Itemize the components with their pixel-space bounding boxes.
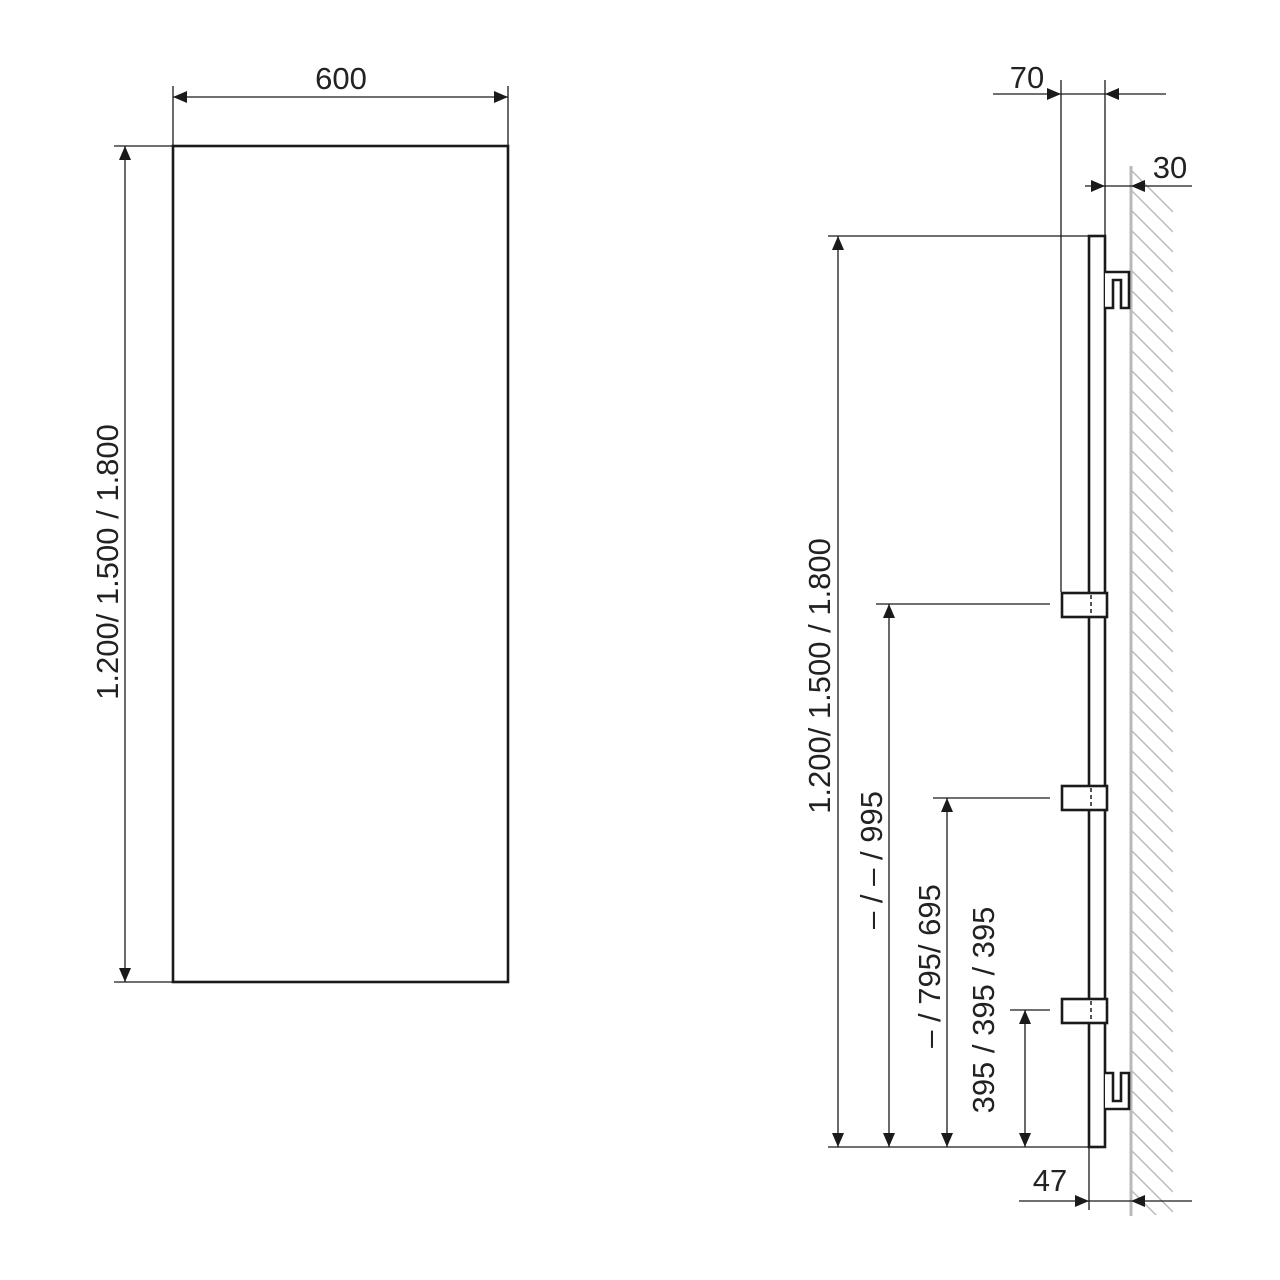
bracket-3-height-dimension: 395 / 395 / 395 (966, 907, 1050, 1147)
total-height-dimension: 1.200/ 1.500 / 1.800 (802, 235, 1089, 1147)
bracket-1-height-label: – / – / 995 (854, 791, 889, 929)
total-height-label: 1.200/ 1.500 / 1.800 (802, 538, 837, 814)
arrow-left-icon (1131, 1195, 1145, 1207)
arrow-down-icon (883, 1133, 895, 1147)
arrow-up-icon (1019, 1010, 1031, 1024)
width-label: 600 (315, 61, 367, 96)
wall (1129, 166, 1173, 1216)
arrow-right-icon (1075, 1195, 1089, 1207)
bracket-2-height-label: – / 795/ 695 (912, 884, 947, 1048)
bottom-offset-label: 47 (1033, 1163, 1067, 1198)
bracket-1-height-dimension: – / – / 995 (854, 603, 1050, 1147)
height-dimension: 1.200/ 1.500 / 1.800 (90, 145, 173, 983)
depth-label: 70 (1010, 60, 1044, 95)
wall-gap-label: 30 (1153, 150, 1187, 185)
depth-dimension: 70 (993, 60, 1166, 100)
towel-bracket-2 (1060, 784, 1109, 812)
arrow-left-icon (173, 91, 187, 103)
arrow-up-icon (941, 798, 953, 812)
radiator-front-panel (171, 144, 510, 984)
bracket-3-height-label: 395 / 395 / 395 (966, 907, 1001, 1114)
arrow-right-icon (494, 91, 508, 103)
towel-bracket-3 (1060, 997, 1109, 1025)
radiator-side-panel (1087, 234, 1107, 1149)
arrow-up-icon (119, 146, 131, 160)
arrow-down-icon (832, 1133, 844, 1147)
arrow-right-icon (1091, 180, 1105, 192)
width-dimension: 600 (172, 61, 509, 146)
arrow-left-icon (1131, 180, 1145, 192)
side-view: 70 30 47 1.200/ 1.500 / 1.800 (802, 60, 1192, 1216)
arrow-up-icon (883, 604, 895, 618)
arrow-up-icon (832, 236, 844, 250)
wall-gap-dimension: 30 (1085, 150, 1192, 192)
arrow-down-icon (119, 968, 131, 982)
arrow-down-icon (1019, 1133, 1031, 1147)
wall-hook-top (1105, 270, 1131, 310)
front-view: 600 1.200/ 1.500 / 1.800 (90, 61, 510, 984)
wall-hook-bottom (1105, 1071, 1131, 1111)
towel-bracket-1 (1060, 591, 1109, 619)
height-label: 1.200/ 1.500 / 1.800 (90, 424, 125, 700)
bottom-offset-dimension: 47 (1019, 1147, 1192, 1210)
arrow-left-icon (1105, 88, 1119, 100)
bracket-2-height-dimension: – / 795/ 695 (912, 797, 1050, 1147)
arrow-right-icon (1047, 88, 1061, 100)
arrow-down-icon (941, 1133, 953, 1147)
